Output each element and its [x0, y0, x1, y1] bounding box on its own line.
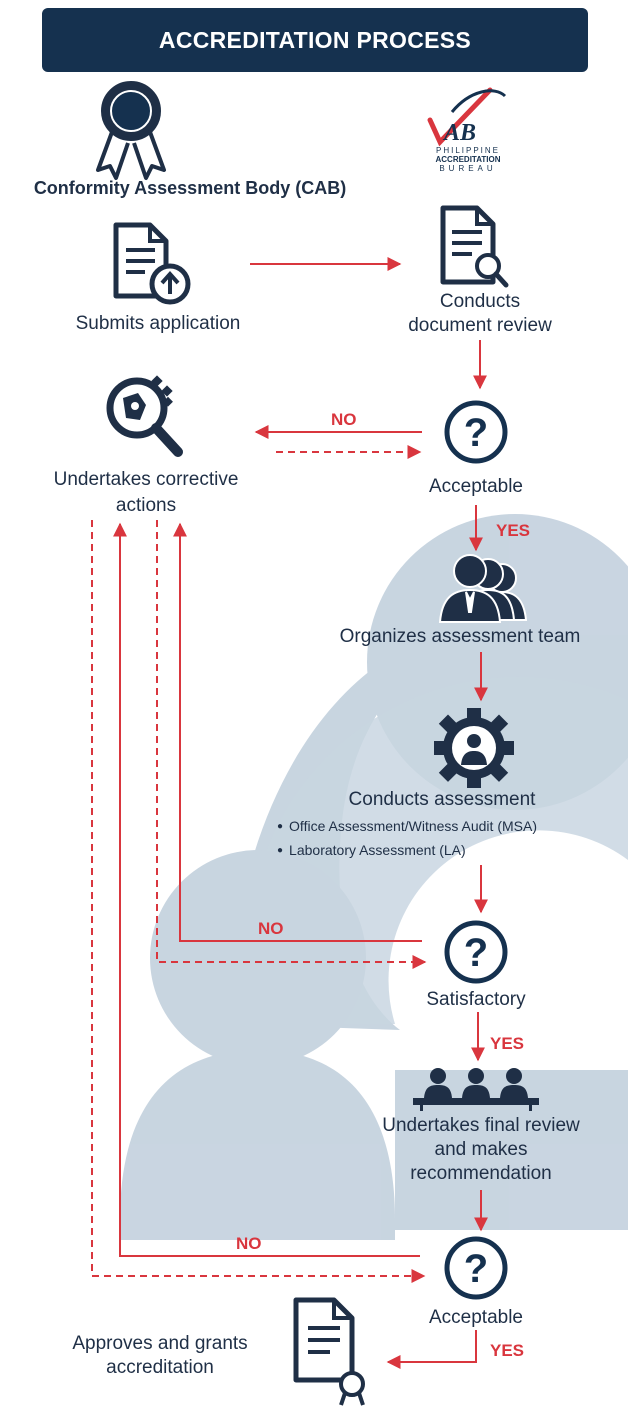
assessment-team-icon	[438, 554, 528, 623]
step-organize: Organizes assessment team	[339, 626, 581, 647]
decision-satisfactory: Satisfactory	[426, 989, 526, 1010]
pab-logo-text: PHILIPPINE ACCREDITATION BUREAU	[418, 146, 518, 173]
page-title: ACCREDITATION PROCESS	[158, 26, 472, 53]
no-label-2: NO	[258, 919, 284, 938]
title-bar: ACCREDITATION PROCESS	[42, 8, 588, 72]
assessment-bullet-1: Office Assessment/Witness Audit (MSA)	[277, 815, 622, 838]
certificate-icon	[293, 1297, 365, 1406]
yes-label-3: YES	[490, 1341, 525, 1360]
decision-icon-1: ?	[444, 400, 508, 464]
pab-line2: ACCREDITATION	[435, 155, 501, 164]
step-final-line3: recommendation	[410, 1163, 552, 1184]
decision-icon-3: ?	[444, 1236, 508, 1300]
pab-line3: BUREAU	[439, 164, 497, 173]
yes-label-2: YES	[490, 1034, 525, 1053]
decision-icon-2: ?	[444, 920, 508, 984]
award-ribbon-icon	[96, 81, 166, 180]
svg-text:?: ?	[464, 1247, 488, 1291]
flow-arrows	[113, 257, 488, 1369]
step-corrective-line1: Undertakes corrective	[53, 469, 239, 490]
step-final-line1: Undertakes final review	[382, 1115, 580, 1136]
return-arrows-dashed	[91, 445, 427, 1283]
step-approve-line2: accreditation	[106, 1357, 214, 1378]
magnifier-puzzle-icon	[106, 375, 183, 457]
gear-person-icon	[434, 708, 514, 788]
step-final-line2: and makes	[434, 1139, 528, 1160]
step-corrective-line2: actions	[115, 495, 177, 516]
pab-logo-icon: AB	[427, 87, 507, 147]
svg-text:?: ?	[464, 411, 488, 455]
step-approve-line1: Approves and grants	[72, 1333, 248, 1354]
no-label-1: NO	[331, 410, 357, 429]
svg-text:?: ?	[464, 931, 488, 975]
document-review-icon	[440, 205, 509, 288]
no-label-3: NO	[236, 1234, 262, 1253]
step-doc-review-line1: Conducts	[439, 291, 521, 312]
decision-acceptable-2: Acceptable	[428, 1307, 523, 1328]
document-upload-icon	[113, 222, 191, 305]
pab-line1: PHILIPPINE	[435, 146, 500, 155]
review-committee-icon	[413, 1068, 539, 1111]
step-assessment: Conducts assessment	[348, 789, 536, 810]
step-doc-review-line2: document review	[408, 315, 552, 336]
decision-acceptable-1: Acceptable	[428, 476, 523, 497]
assessment-bullet-2: Laboratory Assessment (LA)	[277, 839, 622, 862]
yes-label-1: YES	[496, 521, 531, 540]
cab-label: Conformity Assessment Body (CAB)	[33, 178, 347, 198]
svg-text:AB: AB	[442, 120, 476, 146]
step-submit: Submits application	[75, 313, 241, 334]
